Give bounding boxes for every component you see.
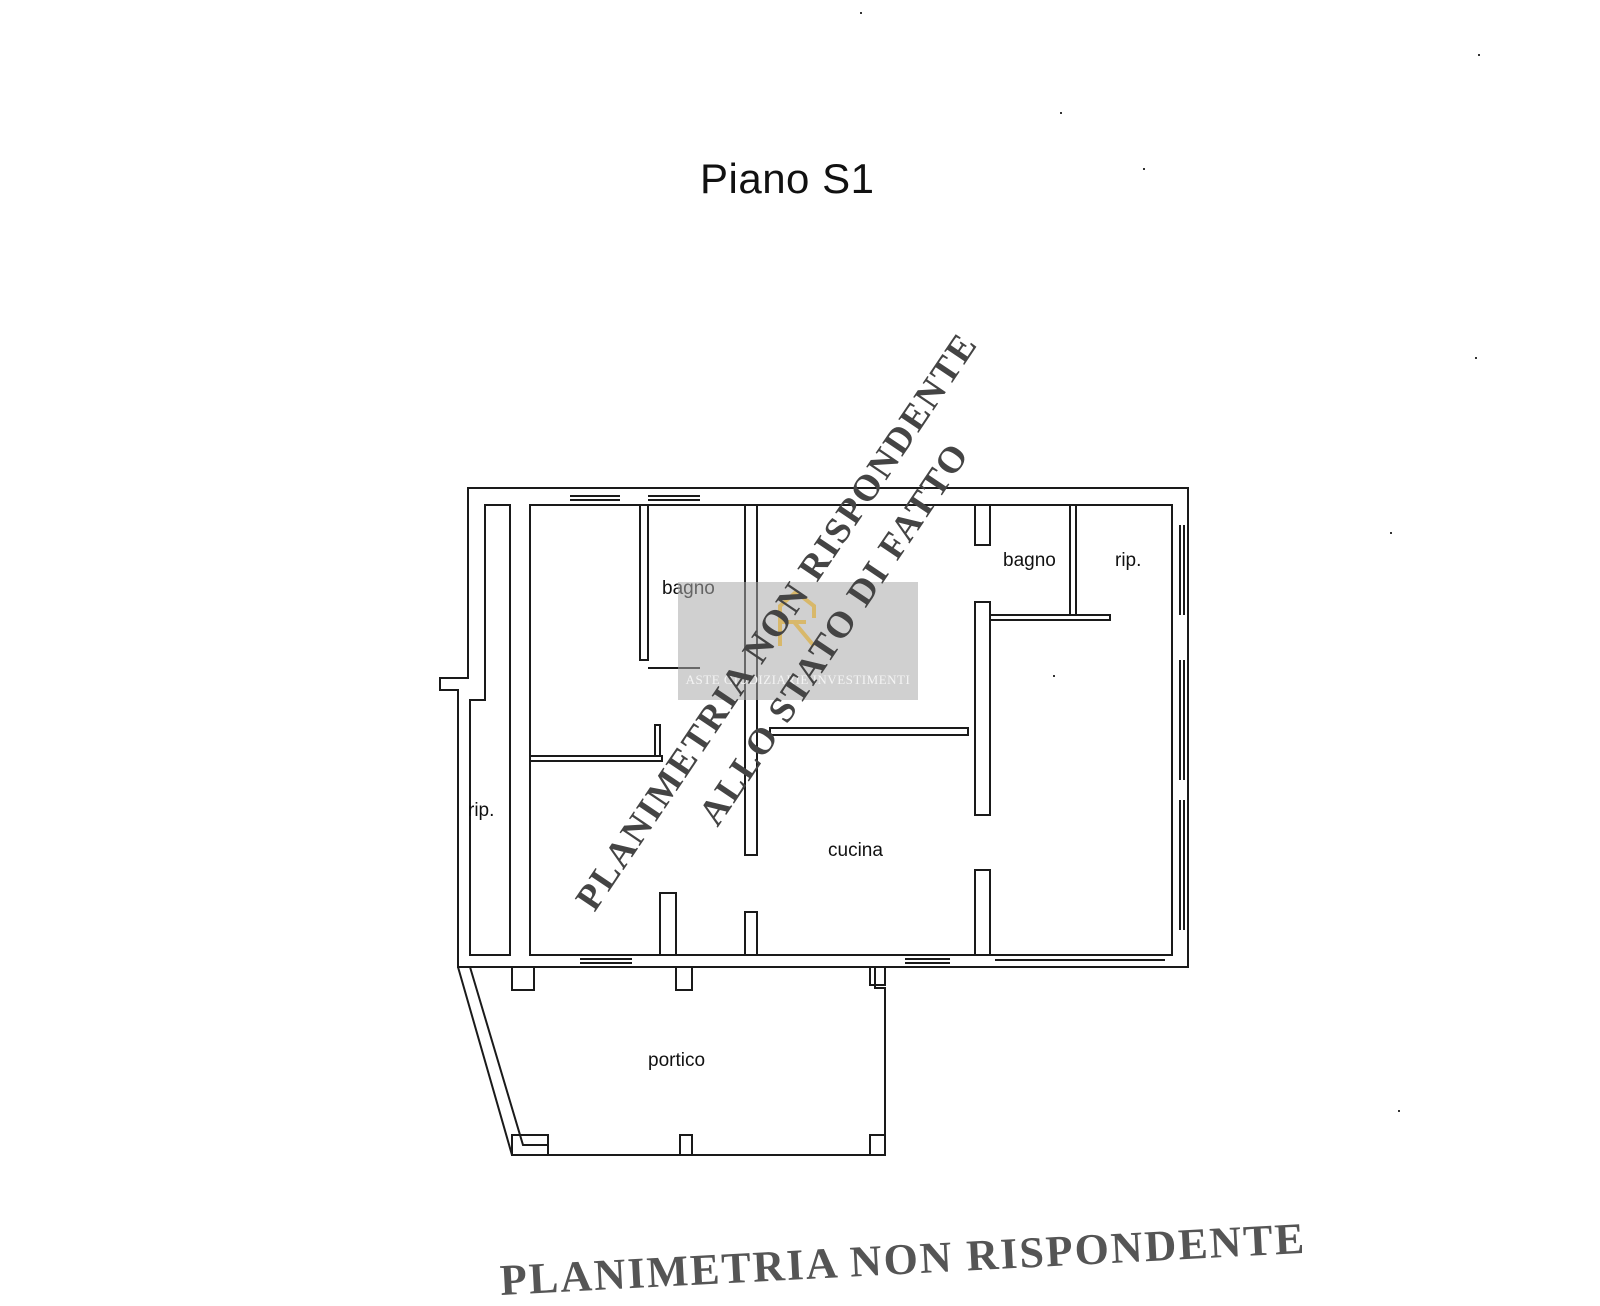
room-label-portico: portico — [648, 1050, 706, 1071]
scan-speck — [1478, 54, 1480, 56]
portico-post — [675, 966, 693, 991]
room-label-rip-top: rip. — [1115, 550, 1142, 571]
scan-speck — [1053, 675, 1055, 677]
outer-wall — [439, 487, 1189, 968]
window — [580, 958, 632, 964]
stub-top-right — [974, 504, 991, 546]
room-label-rip-left: rip. — [468, 800, 495, 821]
inner-wall — [529, 504, 1173, 956]
portico-post — [869, 966, 886, 986]
portico-post — [869, 1134, 886, 1156]
stub-mid — [654, 724, 661, 757]
scan-speck — [860, 12, 862, 14]
portico-post — [511, 966, 535, 991]
window — [648, 495, 700, 501]
kitchen-top-wall — [769, 727, 969, 736]
stub-left — [659, 892, 677, 956]
bagno-left-wall — [639, 504, 649, 661]
window — [1179, 660, 1185, 780]
left-room-divider — [529, 755, 663, 762]
room-label-cucina: cucina — [828, 840, 883, 861]
right-divider-lower — [974, 869, 991, 956]
watermark-box: ASTE GIUDIZIARIE INVESTIMENTI — [678, 582, 918, 700]
bagno-right-bottom — [989, 614, 1111, 621]
window — [1179, 800, 1185, 930]
scan-speck — [1143, 168, 1145, 170]
window — [570, 495, 620, 501]
scan-speck — [1390, 532, 1392, 534]
page-title: Piano S1 — [700, 155, 875, 202]
scan-speck — [1060, 112, 1062, 114]
right-divider-upper — [974, 601, 991, 816]
scan-speck — [1398, 1110, 1400, 1112]
watermark-text: ASTE GIUDIZIARIE INVESTIMENTI — [685, 672, 911, 687]
bagno-rip-divider — [1069, 504, 1077, 616]
portico-post — [511, 1134, 549, 1156]
window — [1179, 525, 1185, 615]
central-wall-upper — [744, 504, 758, 856]
window — [905, 958, 950, 964]
room-label-bagno-right: bagno — [1003, 550, 1056, 571]
rip-left-wall — [469, 504, 511, 956]
scan-speck — [1475, 357, 1477, 359]
portico-post — [679, 1134, 693, 1156]
central-wall-lower — [744, 911, 758, 956]
portico-inner — [469, 966, 548, 1146]
house-monogram-logo-icon — [778, 589, 816, 648]
